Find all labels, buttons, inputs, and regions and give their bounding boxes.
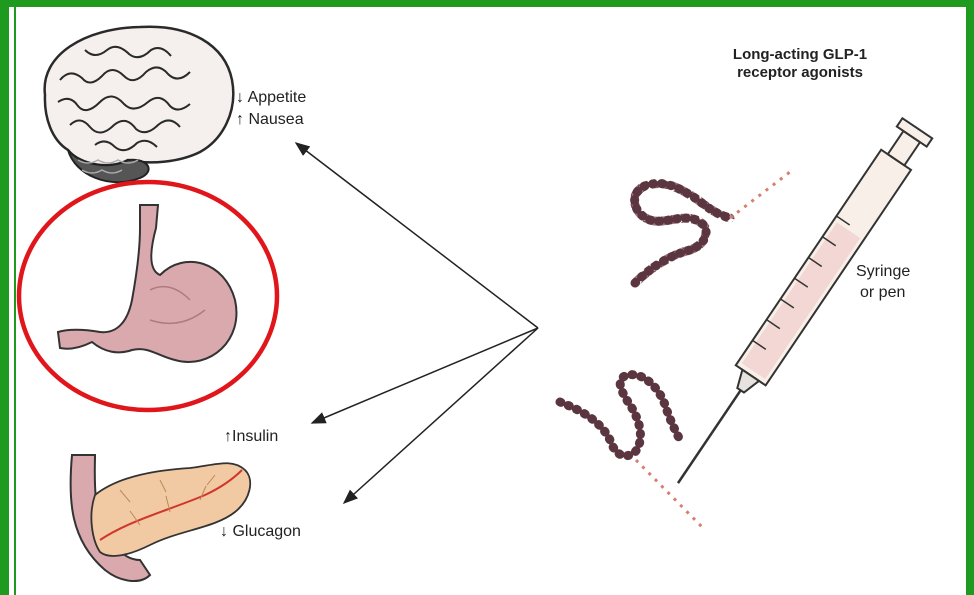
syringe-illustration <box>663 118 932 493</box>
insulin-label: ↑Insulin <box>224 427 278 447</box>
arrow-to-pancreas-glucagon <box>344 328 538 503</box>
peptide-chain-upper <box>635 172 790 283</box>
stomach-illustration <box>58 205 236 362</box>
title-line-1: Long-acting GLP-1 <box>668 46 932 64</box>
glucagon-label: ↓ Glucagon <box>220 522 301 542</box>
syringe-label-line-2: or pen <box>860 283 905 303</box>
syringe-label-line-1: Syringe <box>856 262 910 282</box>
title-line-2: receptor agonists <box>668 64 932 82</box>
arrow-to-pancreas-insulin <box>312 328 538 423</box>
agonist-title: Long-acting GLP-1 receptor agonists <box>668 46 932 82</box>
appetite-label: ↓ Appetite <box>236 88 306 108</box>
peptide-chain-lower <box>560 375 705 530</box>
arrow-to-brain <box>296 143 538 328</box>
nausea-label: ↑ Nausea <box>236 110 304 130</box>
pancreas-illustration <box>71 455 251 581</box>
effect-arrows <box>296 143 538 503</box>
brain-illustration <box>45 27 234 182</box>
